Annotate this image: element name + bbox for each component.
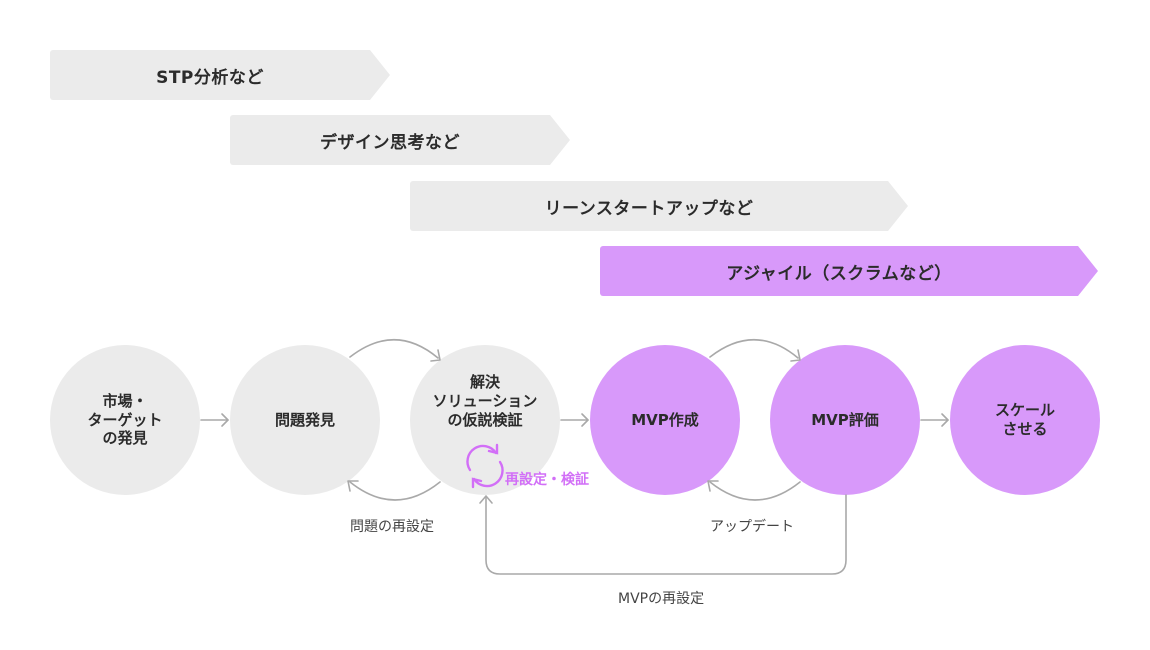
banner-agile: アジャイル（スクラムなど）	[600, 246, 1098, 296]
node-mvp-evaluate: MVP評価	[770, 345, 920, 495]
banner-stp-label: STP分析など	[156, 67, 264, 88]
banner-design-thinking-label: デザイン思考など	[320, 132, 460, 153]
arrow-arc-problem-to-solution	[349, 339, 441, 362]
banner-agile-label: アジャイル（スクラムなど）	[726, 263, 952, 284]
banner-design-thinking: デザイン思考など	[230, 115, 570, 165]
note-mvp-reset: MVPの再設定	[618, 591, 705, 607]
node-market-target-discovery-label: 市場・ ターゲット の発見	[87, 391, 163, 448]
banner-stp: STP分析など	[50, 50, 390, 100]
node-market-target-discovery: 市場・ ターゲット の発見	[50, 345, 200, 495]
arrow-mvp-reset-loop	[479, 494, 847, 575]
node-solution-hypothesis: 解決 ソリューション の仮説検証	[410, 345, 560, 495]
reset-verify-label: 再設定・検証	[505, 472, 589, 488]
node-scale: スケール させる	[950, 345, 1100, 495]
arrow-mvp-evaluate-to-scale	[920, 413, 949, 427]
node-problem-discovery: 問題発見	[230, 345, 380, 495]
arrow-arc-build-to-evaluate	[709, 339, 801, 362]
arrow-arc-problem-reset	[347, 480, 441, 501]
note-problem-reset: 問題の再設定	[350, 519, 434, 535]
banner-lean-startup-label: リーンスタートアップなど	[544, 198, 754, 219]
node-mvp-build: MVP作成	[590, 345, 740, 495]
node-problem-discovery-label: 問題発見	[274, 410, 335, 429]
node-solution-hypothesis-label: 解決 ソリューション の仮説検証	[432, 373, 538, 429]
arrow-market-to-problem	[200, 413, 229, 427]
arrow-arc-update	[707, 480, 801, 501]
node-mvp-build-label: MVP作成	[631, 410, 699, 429]
node-mvp-evaluate-label: MVP評価	[811, 410, 879, 429]
arrow-solution-to-mvp-build	[560, 413, 589, 427]
banner-lean-startup: リーンスタートアップなど	[410, 181, 908, 231]
note-update: アップデート	[710, 519, 794, 535]
node-scale-label: スケール させる	[994, 401, 1055, 438]
cycle-arrows-icon	[466, 443, 504, 489]
